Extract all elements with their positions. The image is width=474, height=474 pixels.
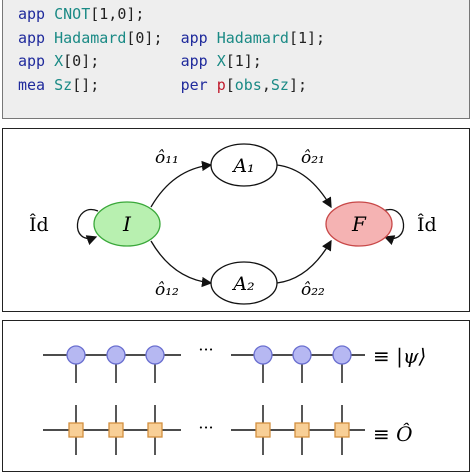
code-token	[208, 29, 217, 47]
mps-tensor	[332, 345, 352, 365]
edge-i-a1	[150, 160, 213, 208]
code-token: Sz	[54, 76, 73, 94]
code-line: app Hadamard[0]; app Hadamard[1];	[18, 29, 325, 47]
node-final-label: F	[351, 212, 367, 236]
node-a1-label: A₁	[231, 155, 254, 177]
mpo-tensor	[255, 422, 271, 438]
mpo-tensor	[147, 422, 163, 438]
code-token: X	[216, 52, 226, 70]
loop-label-right: Îd	[417, 213, 437, 236]
mpo-tensor	[108, 422, 124, 438]
loop-initial	[76, 208, 99, 246]
code-token	[45, 76, 54, 94]
mpo-equiv-label: ≡ Ô	[373, 421, 413, 446]
code-token: Sz	[270, 76, 289, 94]
edge-label-o21: ô₂₁	[301, 148, 325, 168]
mpo-row: ··· ≡ Ô	[43, 405, 413, 455]
mps-tensor	[145, 345, 165, 365]
code-token	[45, 52, 54, 70]
code-token: obs	[234, 76, 262, 94]
code-token: mea	[18, 76, 46, 94]
code-line: app X[0]; app X[1];	[18, 52, 262, 70]
code-token: [0];	[126, 29, 181, 47]
code-token: p	[216, 76, 226, 94]
code-token: Hadamard	[54, 29, 127, 47]
code-token: Hadamard	[216, 29, 289, 47]
code-token: app	[180, 52, 208, 70]
code-line: app CNOT[1,0];	[18, 5, 144, 23]
code-token	[208, 52, 217, 70]
code-token: [1];	[225, 52, 262, 70]
code-token: app	[18, 52, 46, 70]
mpo-tensor	[294, 422, 310, 438]
edge-a1-f	[276, 164, 332, 209]
loop-label-left: Îd	[29, 213, 49, 236]
code-token: CNOT	[54, 5, 91, 23]
code-token	[208, 76, 217, 94]
code-token: ,	[261, 76, 271, 94]
node-a1	[210, 143, 278, 187]
code-token: [1];	[288, 29, 326, 47]
edge-a2-f	[276, 239, 332, 284]
code-token: app	[18, 5, 46, 23]
node-initial-label: I	[122, 212, 132, 236]
node-a2	[210, 261, 278, 305]
node-a2-label: A₂	[231, 273, 254, 295]
mps-equiv-label: ≡ |ψ⟩	[373, 344, 426, 369]
mps-tensor	[292, 345, 312, 365]
edge-label-o11: ô₁₁	[155, 148, 179, 168]
mpo-tensor	[334, 422, 350, 438]
code-token	[45, 29, 54, 47]
code-line: mea Sz[]; per p[obs,Sz];	[18, 76, 307, 94]
mps-tensor	[253, 345, 273, 365]
mps-tensor	[106, 345, 126, 365]
tensor-network-panel: ··· ≡ |ψ⟩ ··· ≡ Ô	[2, 320, 470, 472]
mpo-ellipsis: ···	[198, 418, 213, 437]
code-token: per	[180, 76, 208, 94]
edge-label-o22: ô₂₂	[301, 280, 325, 300]
state-graph: I A₁ A₂ F ô₁₁ ô₂₁ ô₁₂ ô₂₂ Îd Îd	[29, 143, 437, 305]
mps-tensor	[66, 345, 86, 365]
node-initial	[93, 201, 161, 247]
tensor-network: ··· ≡ |ψ⟩ ··· ≡ Ô	[43, 340, 426, 455]
mpo-tensor	[68, 422, 84, 438]
edge-label-o12: ô₁₂	[155, 280, 179, 300]
code-token: app	[180, 29, 208, 47]
code-token: [];	[72, 76, 181, 94]
mps-row: ··· ≡ |ψ⟩	[43, 340, 426, 383]
state-graph-panel: I A₁ A₂ F ô₁₁ ô₂₁ ô₁₂ ô₂₂ Îd Îd	[2, 128, 470, 312]
code-token	[45, 5, 54, 23]
code-token: ];	[288, 76, 307, 94]
loop-final	[382, 208, 405, 246]
edge-i-a2	[150, 240, 213, 288]
code-token: [1,0];	[90, 5, 145, 23]
node-final	[325, 201, 393, 247]
code-token: [	[225, 76, 235, 94]
mps-ellipsis: ···	[198, 340, 213, 359]
code-panel: app CNOT[1,0]; app Hadamard[0]; app Hada…	[2, 0, 470, 119]
code-token: X	[54, 52, 64, 70]
code-token: [0];	[63, 52, 181, 70]
code-token: app	[18, 29, 46, 47]
